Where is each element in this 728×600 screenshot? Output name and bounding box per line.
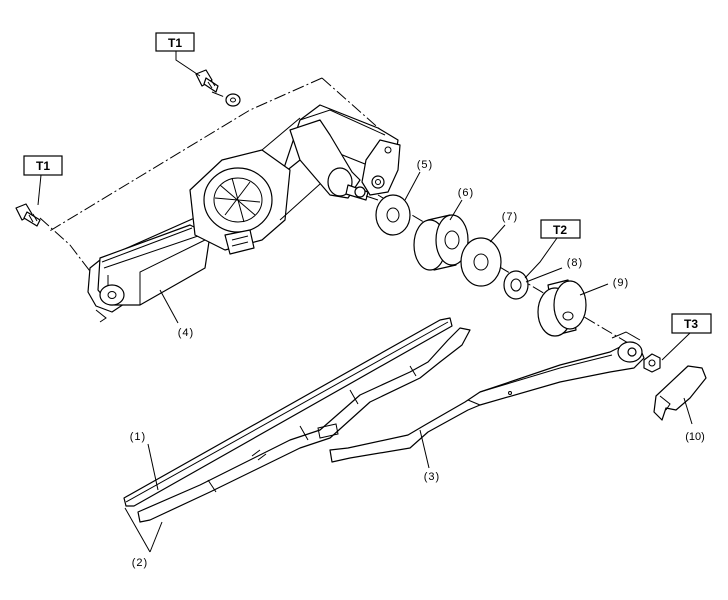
callout-6: (6)	[458, 187, 474, 199]
wiper-motor-assembly	[87, 104, 401, 323]
nut-t3	[643, 353, 661, 373]
wiper-arm-3	[329, 331, 645, 463]
callout-1: (1)	[130, 431, 146, 443]
cap-9	[537, 279, 587, 337]
torque-label-t3: T3	[671, 313, 712, 334]
svg-text:T2: T2	[553, 223, 567, 237]
bolt-top	[195, 69, 219, 93]
nut-8	[503, 270, 529, 300]
callout-8: (8)	[567, 257, 583, 269]
svg-text:T1: T1	[36, 159, 50, 173]
seal-5	[375, 194, 411, 236]
bolt-left	[15, 203, 41, 227]
svg-text:T3: T3	[684, 317, 698, 331]
torque-label-t2: T2	[540, 219, 581, 239]
callout-3: (3)	[424, 471, 440, 483]
washer-7	[460, 237, 502, 287]
alignment-lines	[39, 77, 641, 351]
callout-10: (10)	[685, 431, 705, 443]
torque-label-t1-top: T1	[155, 32, 195, 52]
callout-7: (7)	[502, 211, 518, 223]
callout-5: (5)	[417, 159, 433, 171]
callout-9: (9)	[613, 277, 629, 289]
washer-top	[225, 93, 241, 107]
svg-text:T1: T1	[168, 36, 182, 50]
torque-label-t1-left: T1	[23, 155, 63, 176]
wiper-blade-1	[123, 317, 471, 523]
callout-4: (4)	[178, 327, 194, 339]
callout-2: (2)	[132, 557, 148, 569]
leader-lines	[37, 51, 693, 553]
bushing-6	[413, 214, 469, 271]
cover-10	[653, 365, 707, 421]
